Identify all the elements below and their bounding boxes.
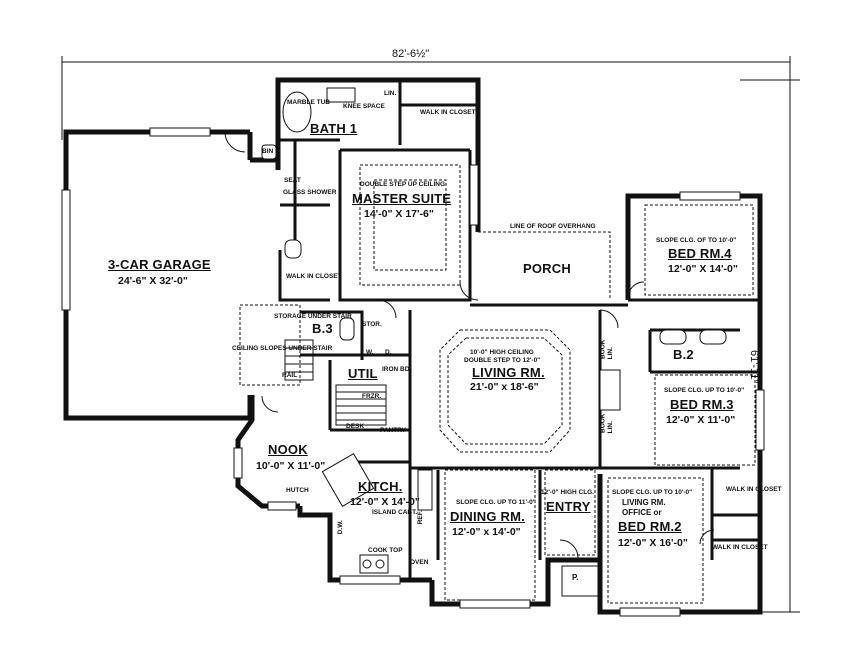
bed3-label: BED RM.3 — [670, 397, 734, 412]
bin-note: BIN — [262, 148, 274, 155]
front-porch-step — [561, 565, 599, 597]
garage-size: 24'-6" X 32'-0" — [118, 275, 188, 287]
marble-tub-note: MARBLE TUB — [287, 99, 330, 106]
garage-label: 3-CAR GARAGE — [108, 257, 211, 272]
ceiling-slopes-note: CEILING SLOPES UNDER STAIR — [232, 345, 333, 352]
dimension-lines — [61, 56, 800, 613]
living-note-2: DOUBLE STEP TO 12'-0" — [464, 357, 541, 364]
iron-bd-note: IRON BD. — [382, 366, 412, 373]
walk-in-closet-bed3-note: WALK IN CLOSET — [726, 486, 782, 493]
stor-note: STOR. — [362, 321, 382, 328]
lin-note-living-1: LIN. — [606, 347, 614, 360]
b3-label: B.3 — [312, 321, 333, 336]
bath1-label: BATH 1 — [310, 121, 358, 136]
pantry-note: PANTRY — [380, 427, 406, 434]
dining-room-size: 12'-0" x 14'-0" — [452, 526, 521, 538]
oven-note: OVEN — [410, 559, 429, 566]
fixtures — [261, 87, 727, 574]
bed2-name-1: LIVING RM. — [622, 498, 666, 507]
living-note-1: 10'-0" HIGH CEILING — [470, 349, 534, 356]
master-suite-size: 14'-0" X 17'-6" — [364, 208, 434, 220]
frzr-note: FRZR. — [362, 393, 382, 400]
ref-note: REF. — [416, 510, 424, 525]
porch-label: PORCH — [523, 261, 571, 276]
util-label: UTIL — [348, 366, 378, 381]
kitch-label: KITCH. — [358, 479, 403, 494]
glass-shower-note: GLASS SHOWER — [283, 189, 337, 196]
stairs — [284, 339, 387, 426]
overall-depth-dimension: 61'-11" — [748, 350, 760, 384]
bed4-note: SLOPE CLG. OF TO 10'-0" — [656, 237, 737, 244]
nook-label: NOOK — [268, 442, 308, 457]
living-room-size: 21'-0" x 18'-6" — [470, 381, 539, 393]
living-room-label: LIVING RM. — [472, 365, 545, 380]
bed2-name-3: BED RM.2 — [618, 519, 682, 534]
desk-note: DESK — [346, 423, 365, 430]
lin-note-bath: LIN. — [384, 90, 397, 97]
seat-note: SEAT — [284, 177, 301, 184]
porch-small-label: P. — [572, 573, 579, 582]
hutch-note: HUTCH — [286, 487, 309, 494]
master-suite-label: MASTER SUITE — [352, 191, 452, 206]
bed4-size: 12'-0" X 14'-0" — [668, 263, 738, 275]
doors — [224, 131, 715, 559]
b2-label: B.2 — [673, 347, 694, 362]
overall-width-dimension: 82'-6½" — [392, 48, 430, 60]
entry-label: ENTRY — [546, 499, 591, 514]
roof-overhang-note: LINE OF ROOF OVERHANG — [510, 223, 596, 230]
walk-in-closet-bed2-note: WALK IN CLOSET — [712, 544, 768, 551]
dw-note: D.W. — [336, 520, 344, 535]
windows — [61, 127, 765, 617]
bed4-label: BED RM.4 — [668, 246, 732, 261]
walk-in-closet-master-note: WALK IN CLOSET — [420, 109, 476, 116]
interior-walls — [278, 80, 760, 580]
storage-note: STORAGE UNDER STAIR — [274, 313, 352, 320]
bed2-size: 12'-0" X 16'-0" — [618, 537, 688, 549]
lin-note-living-2: LIN. — [606, 421, 614, 434]
bed2-name-2: OFFICE or — [622, 508, 662, 517]
w-note: W. — [366, 349, 374, 356]
walk-in-closet-2-note: WALK IN CLOSET — [286, 273, 342, 280]
knee-space-note: KNEE SPACE — [343, 103, 385, 110]
cook-top-note: COOK TOP — [368, 547, 403, 554]
nook-size: 10'-0" X 11'-0" — [256, 460, 326, 472]
kitch-size: 12'-0" X 14'-0" — [350, 496, 420, 508]
rail-note: RAIL — [282, 372, 298, 379]
island-cabt-note: ISLAND CABT. — [372, 509, 418, 516]
d-note: D. — [385, 349, 392, 356]
bed3-note: SLOPE CLG. UP TO 10'-0" — [664, 387, 745, 394]
dining-room-label: DINING RM. — [450, 509, 525, 524]
entry-note: 12'-0" HIGH CLG. — [541, 489, 595, 496]
bed2-note: SLOPE CLG. UP TO 10'-0" — [612, 489, 693, 496]
master-ceiling-note: DOUBLE STEP UP CEILING — [360, 181, 445, 188]
dining-note: SLOPE CLG. UP TO 11'-0" — [456, 499, 536, 506]
bed3-size: 12'-0" X 11'-0" — [666, 414, 736, 426]
